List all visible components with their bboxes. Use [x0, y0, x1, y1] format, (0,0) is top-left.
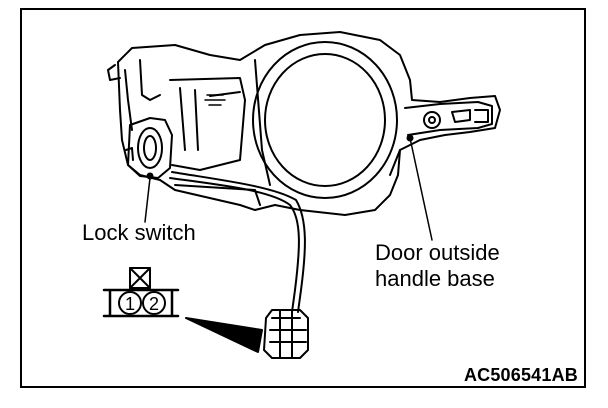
view-direction-wedge	[185, 317, 263, 353]
door-handle-base-leader-line	[409, 137, 433, 241]
wire-harness	[169, 171, 306, 313]
door-label-line-2: handle base	[375, 266, 495, 291]
pin-1-label: 1	[125, 294, 135, 314]
figure-frame	[20, 8, 586, 388]
connector-pin-view	[102, 267, 180, 318]
door-label-line-1: Door outside	[375, 240, 500, 265]
leader-lines	[144, 137, 433, 241]
handle-ring	[252, 41, 398, 199]
lock-switch-label: Lock switch	[82, 220, 196, 245]
figure-code: AC506541AB	[463, 365, 578, 385]
pin-2-label: 2	[149, 294, 159, 314]
door-handle-base-leader-dot	[406, 134, 414, 142]
handle-arm	[404, 101, 493, 136]
lock-switch	[125, 117, 173, 179]
lock-switch-leader-dot	[146, 172, 154, 180]
handle-base-housing	[107, 31, 501, 216]
lock-switch-leader-line	[144, 177, 151, 223]
harness-connector	[263, 309, 309, 359]
door-outside-handle-base-label: Door outside handle base	[375, 240, 500, 292]
